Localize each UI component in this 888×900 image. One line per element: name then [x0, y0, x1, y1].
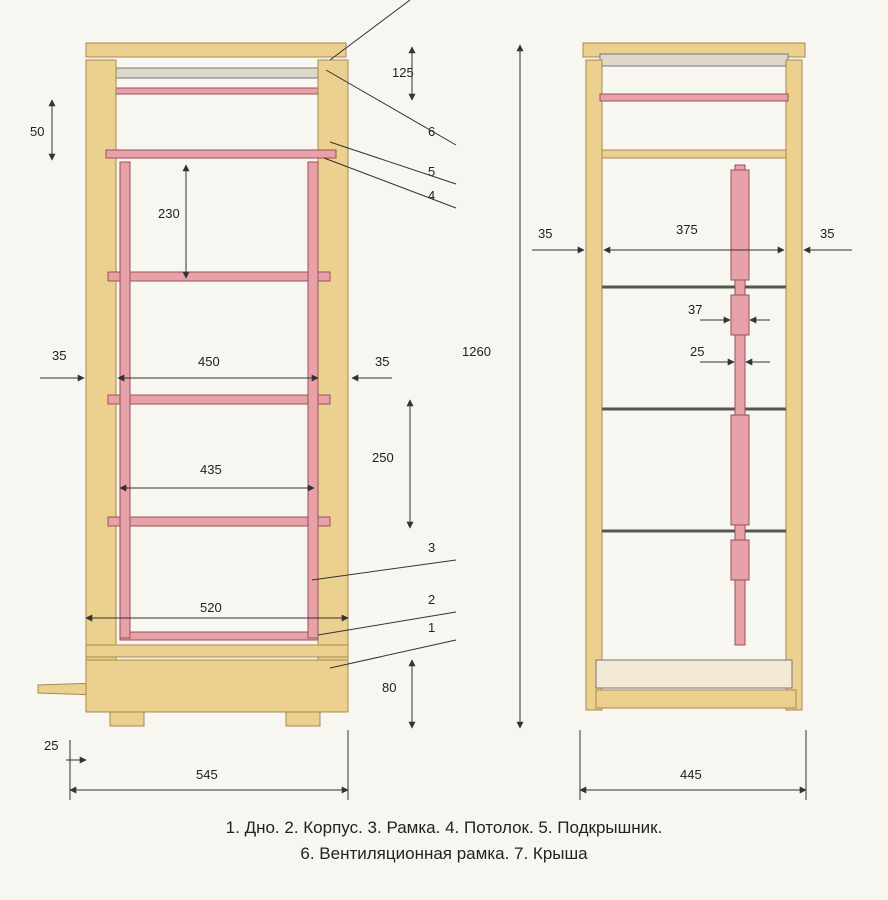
leader-5 — [329, 141, 457, 185]
left-hive-view — [37, 42, 349, 727]
right-wall-right — [785, 59, 803, 711]
dim-250: 250 — [372, 450, 394, 465]
right-foot — [285, 711, 321, 727]
vertical-bar-seg-4 — [730, 539, 750, 581]
vertical-bar-seg-2 — [730, 294, 750, 336]
leader-6 — [325, 69, 457, 146]
ventilation-mesh — [109, 67, 325, 79]
upper-bar-right — [599, 93, 789, 102]
dim-80: 80 — [382, 680, 396, 695]
leader-2 — [317, 611, 457, 636]
right-hive-view — [582, 42, 806, 711]
dim-35-right-view-left: 35 — [538, 226, 552, 241]
frame-right-upright — [307, 161, 319, 639]
dim-125: 125 — [392, 65, 414, 80]
callout-1: 1 — [428, 620, 435, 635]
left-wall-right — [585, 59, 603, 711]
dim-375: 375 — [676, 222, 698, 237]
callout-2: 2 — [428, 592, 435, 607]
leader-1 — [329, 639, 457, 669]
dim-545: 545 — [196, 767, 218, 782]
base-block — [85, 659, 349, 713]
leader-7 — [329, 0, 411, 61]
ceiling-right — [601, 149, 787, 159]
ceiling-board — [105, 149, 337, 159]
leader-4 — [323, 157, 457, 209]
mesh-right — [599, 53, 789, 67]
vertical-bar-seg-3 — [730, 414, 750, 526]
dim-450: 450 — [198, 354, 220, 369]
dim-1260: 1260 — [462, 344, 491, 359]
upper-pink-bar — [99, 87, 333, 95]
dim-435: 435 — [200, 462, 222, 477]
bottom-slats — [595, 659, 793, 689]
dim-50: 50 — [30, 124, 44, 139]
frame-top-bar-3 — [107, 516, 331, 527]
dimension-labels: 125 50 230 35 450 35 250 435 520 80 25 5… — [30, 65, 834, 782]
dim-445: 445 — [680, 767, 702, 782]
dim-35-right-view-right: 35 — [820, 226, 834, 241]
caption-line-1: 1. Дно. 2. Корпус. 3. Рамка. 4. Потолок.… — [225, 818, 663, 837]
base-right — [595, 689, 797, 709]
callout-4: 4 — [428, 188, 435, 203]
left-wall — [85, 59, 117, 691]
callout-5: 5 — [428, 164, 435, 179]
vertical-bar-seg-1 — [730, 169, 750, 281]
dim-37: 37 — [688, 302, 702, 317]
dim-520: 520 — [200, 600, 222, 615]
dim-35-right: 35 — [375, 354, 389, 369]
leader-3 — [311, 559, 457, 581]
left-foot — [109, 711, 145, 727]
dim-230: 230 — [158, 206, 180, 221]
frame-left-upright — [119, 161, 131, 639]
frame-top-bar-1 — [107, 271, 331, 282]
dim-25: 25 — [44, 738, 58, 753]
roof — [85, 42, 347, 58]
frame-bottom-bar — [119, 631, 319, 641]
frame-top-bar-2 — [107, 394, 331, 405]
vertical-bar-thin — [734, 164, 746, 646]
bottom-board — [85, 644, 349, 658]
caption-line-2: 6. Вентиляционная рамка. 7. Крыша — [300, 844, 588, 863]
dim-35-left: 35 — [52, 348, 66, 363]
dim-25-right: 25 — [690, 344, 704, 359]
callout-3: 3 — [428, 540, 435, 555]
dimension-lines — [40, 0, 852, 800]
